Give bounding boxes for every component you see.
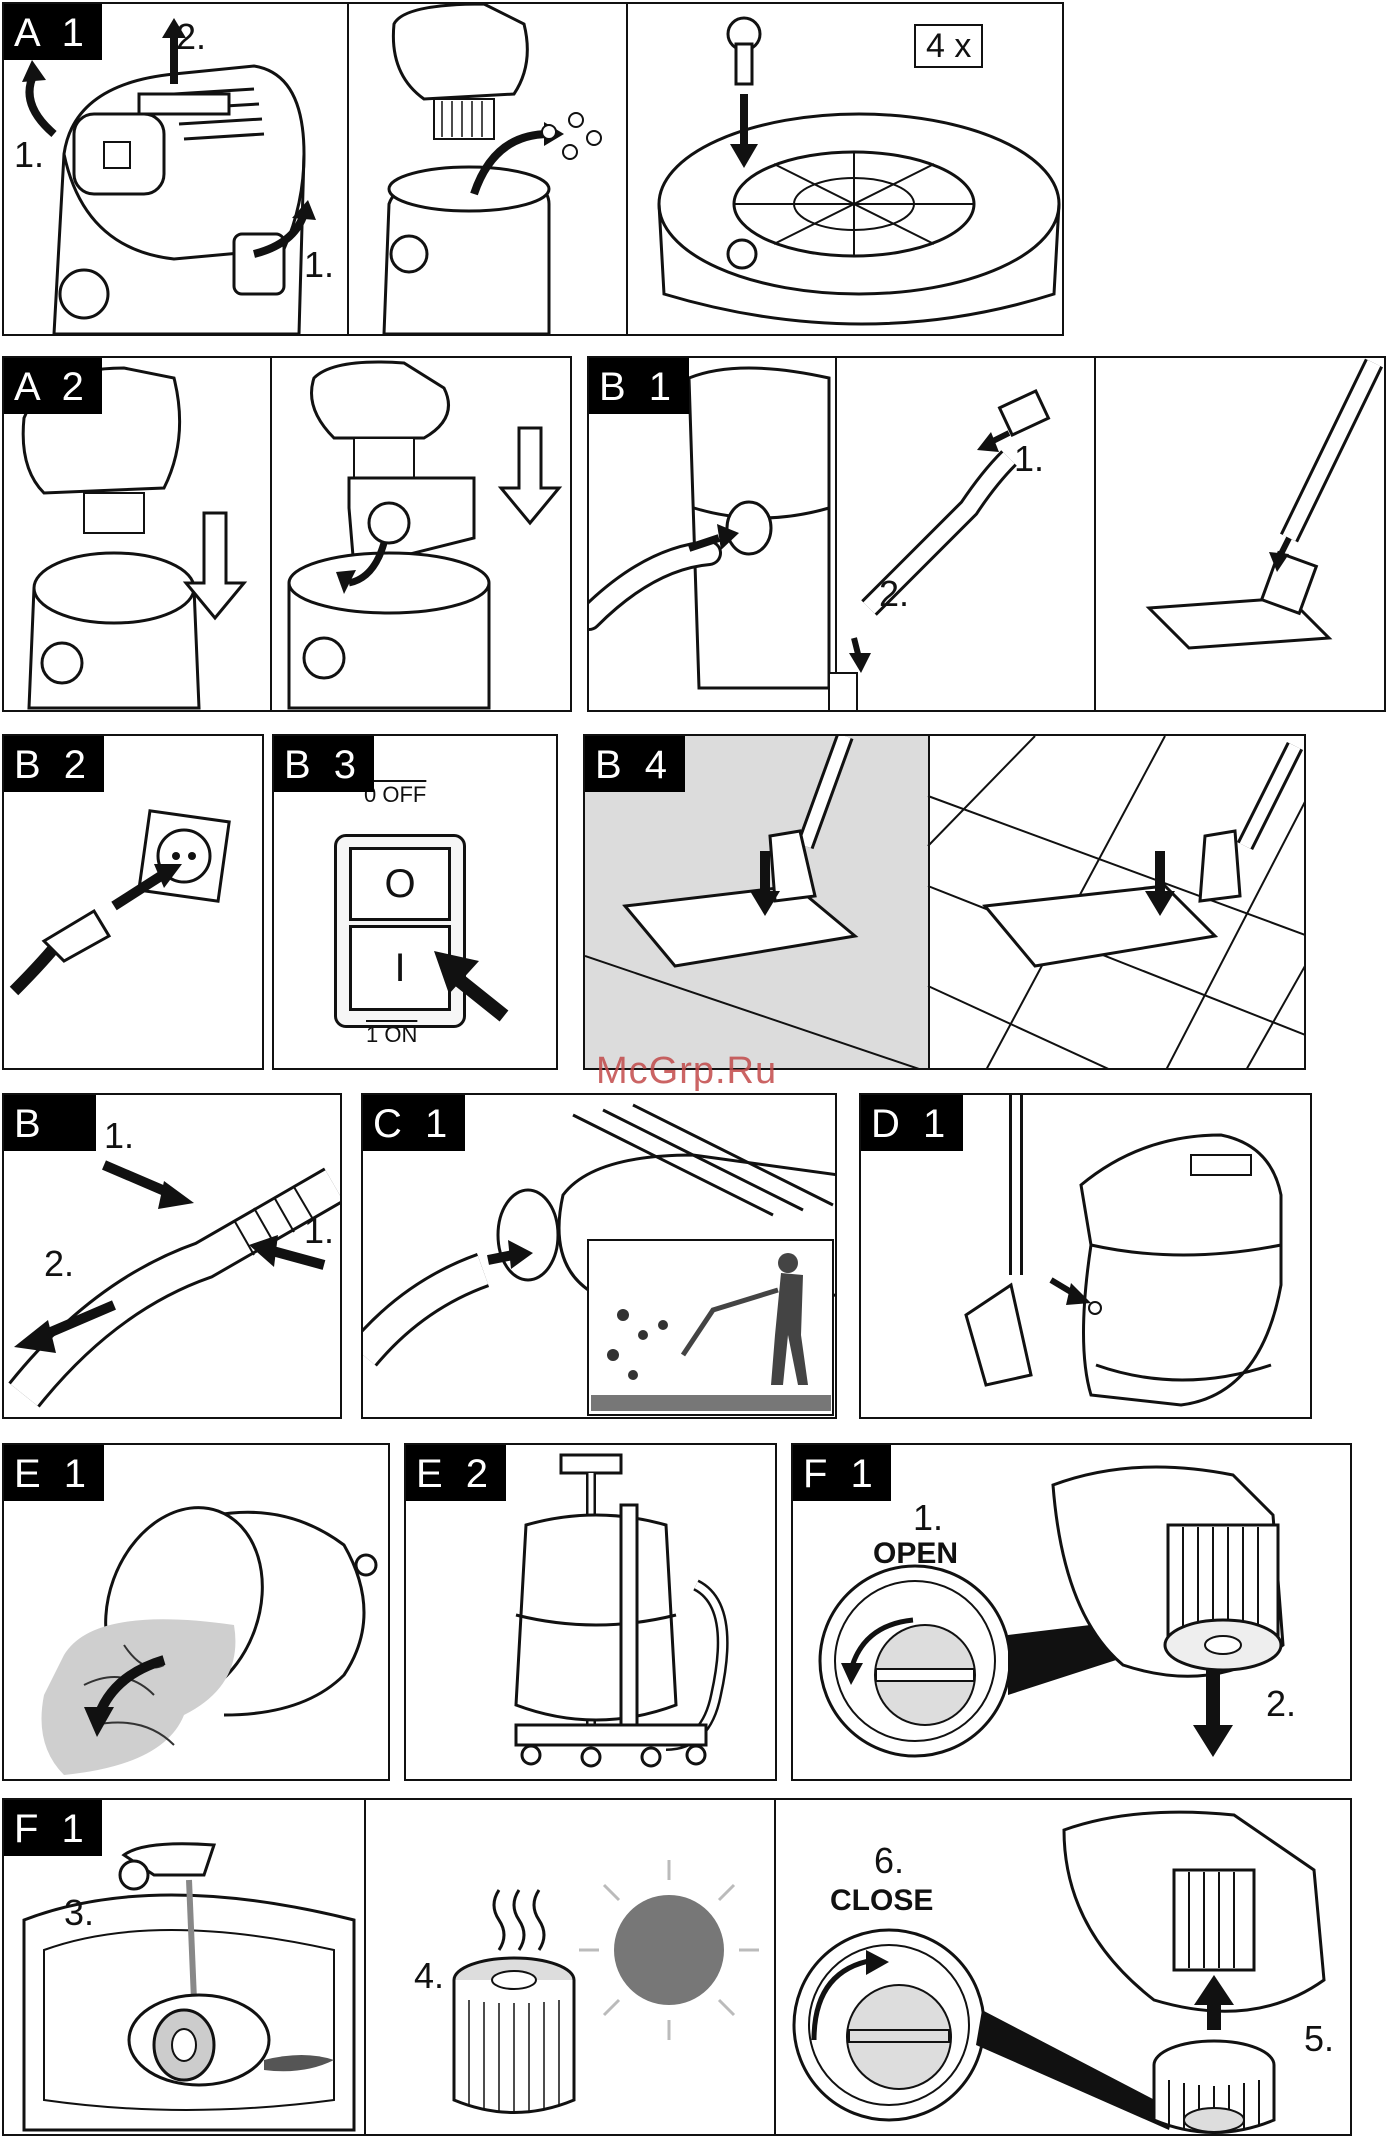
panel-tag-b3: B 3 <box>274 736 374 792</box>
b1-illustration <box>589 358 1386 712</box>
panel-f1-clean: F 1 <box>2 1798 1352 2136</box>
panel-tag-d1: D 1 <box>861 1095 963 1151</box>
a1-step-2: 2. <box>176 16 206 58</box>
panel-tag-f1-clean: F 1 <box>4 1800 102 1856</box>
panel-tag-e2: E 2 <box>406 1445 506 1501</box>
panel-f1-open: F 1 1. OPEN 2. <box>791 1443 1352 1781</box>
a1-step-1-right: 1. <box>304 244 334 286</box>
a1-illustration <box>4 4 1064 336</box>
f1-step-2: 2. <box>1266 1683 1296 1725</box>
a1-step-1-left: 1. <box>14 134 44 176</box>
watermark: McGrp.Ru <box>596 1050 777 1093</box>
f1-open-label: OPEN <box>873 1537 958 1571</box>
b3-on-label: 1 ON <box>366 1022 417 1048</box>
panel-e2: E 2 <box>404 1443 777 1781</box>
panel-e1: E 1 <box>2 1443 390 1781</box>
panel-tag-b2: B 2 <box>4 736 104 792</box>
panel-a2: A 2 <box>2 356 572 712</box>
f1-step-4: 4. <box>414 1955 444 1997</box>
panel-b2: B 2 <box>2 734 264 1070</box>
panel-a1: A 1 2. 1. 1. 4 <box>2 2 1064 336</box>
f1-step-3: 3. <box>64 1892 94 1934</box>
panel-tag-b1: B 1 <box>589 358 689 414</box>
b1-step-2: 2. <box>879 573 909 615</box>
b-step-1-right: 1. <box>304 1210 334 1252</box>
panel-tag-f1-open: F 1 <box>793 1445 891 1501</box>
b-step-2: 2. <box>44 1243 74 1285</box>
panel-b1: B 1 1. 2. <box>587 356 1386 712</box>
panel-c1: C 1 <box>361 1093 837 1419</box>
f1-step-6: 6. <box>874 1840 904 1882</box>
panel-tag-b4: B 4 <box>585 736 685 792</box>
panel-b3: B 3 0 OFF O I 1 ON <box>272 734 558 1070</box>
panel-d1: D 1 <box>859 1093 1312 1419</box>
f1-clean-illustration <box>4 1800 1352 2136</box>
b-step-1-top: 1. <box>104 1115 134 1157</box>
b4-illustration <box>585 736 1306 1070</box>
f1-step-5: 5. <box>1304 2018 1334 2060</box>
a1-count-box: 4 x <box>914 24 983 68</box>
panel-b4: B 4 <box>583 734 1306 1070</box>
b1-step-1: 1. <box>1014 438 1044 480</box>
panel-tag-a1: A 1 <box>4 4 102 60</box>
panel-tag-a2: A 2 <box>4 358 102 414</box>
panel-tag-e1: E 1 <box>4 1445 104 1501</box>
f1-step-1: 1. <box>913 1497 943 1539</box>
panel-b: B 1. 1. 2. <box>2 1093 342 1419</box>
panel-tag-c1: C 1 <box>363 1095 465 1151</box>
panel-tag-b: B <box>4 1095 96 1151</box>
f1-close-label: CLOSE <box>830 1884 933 1918</box>
